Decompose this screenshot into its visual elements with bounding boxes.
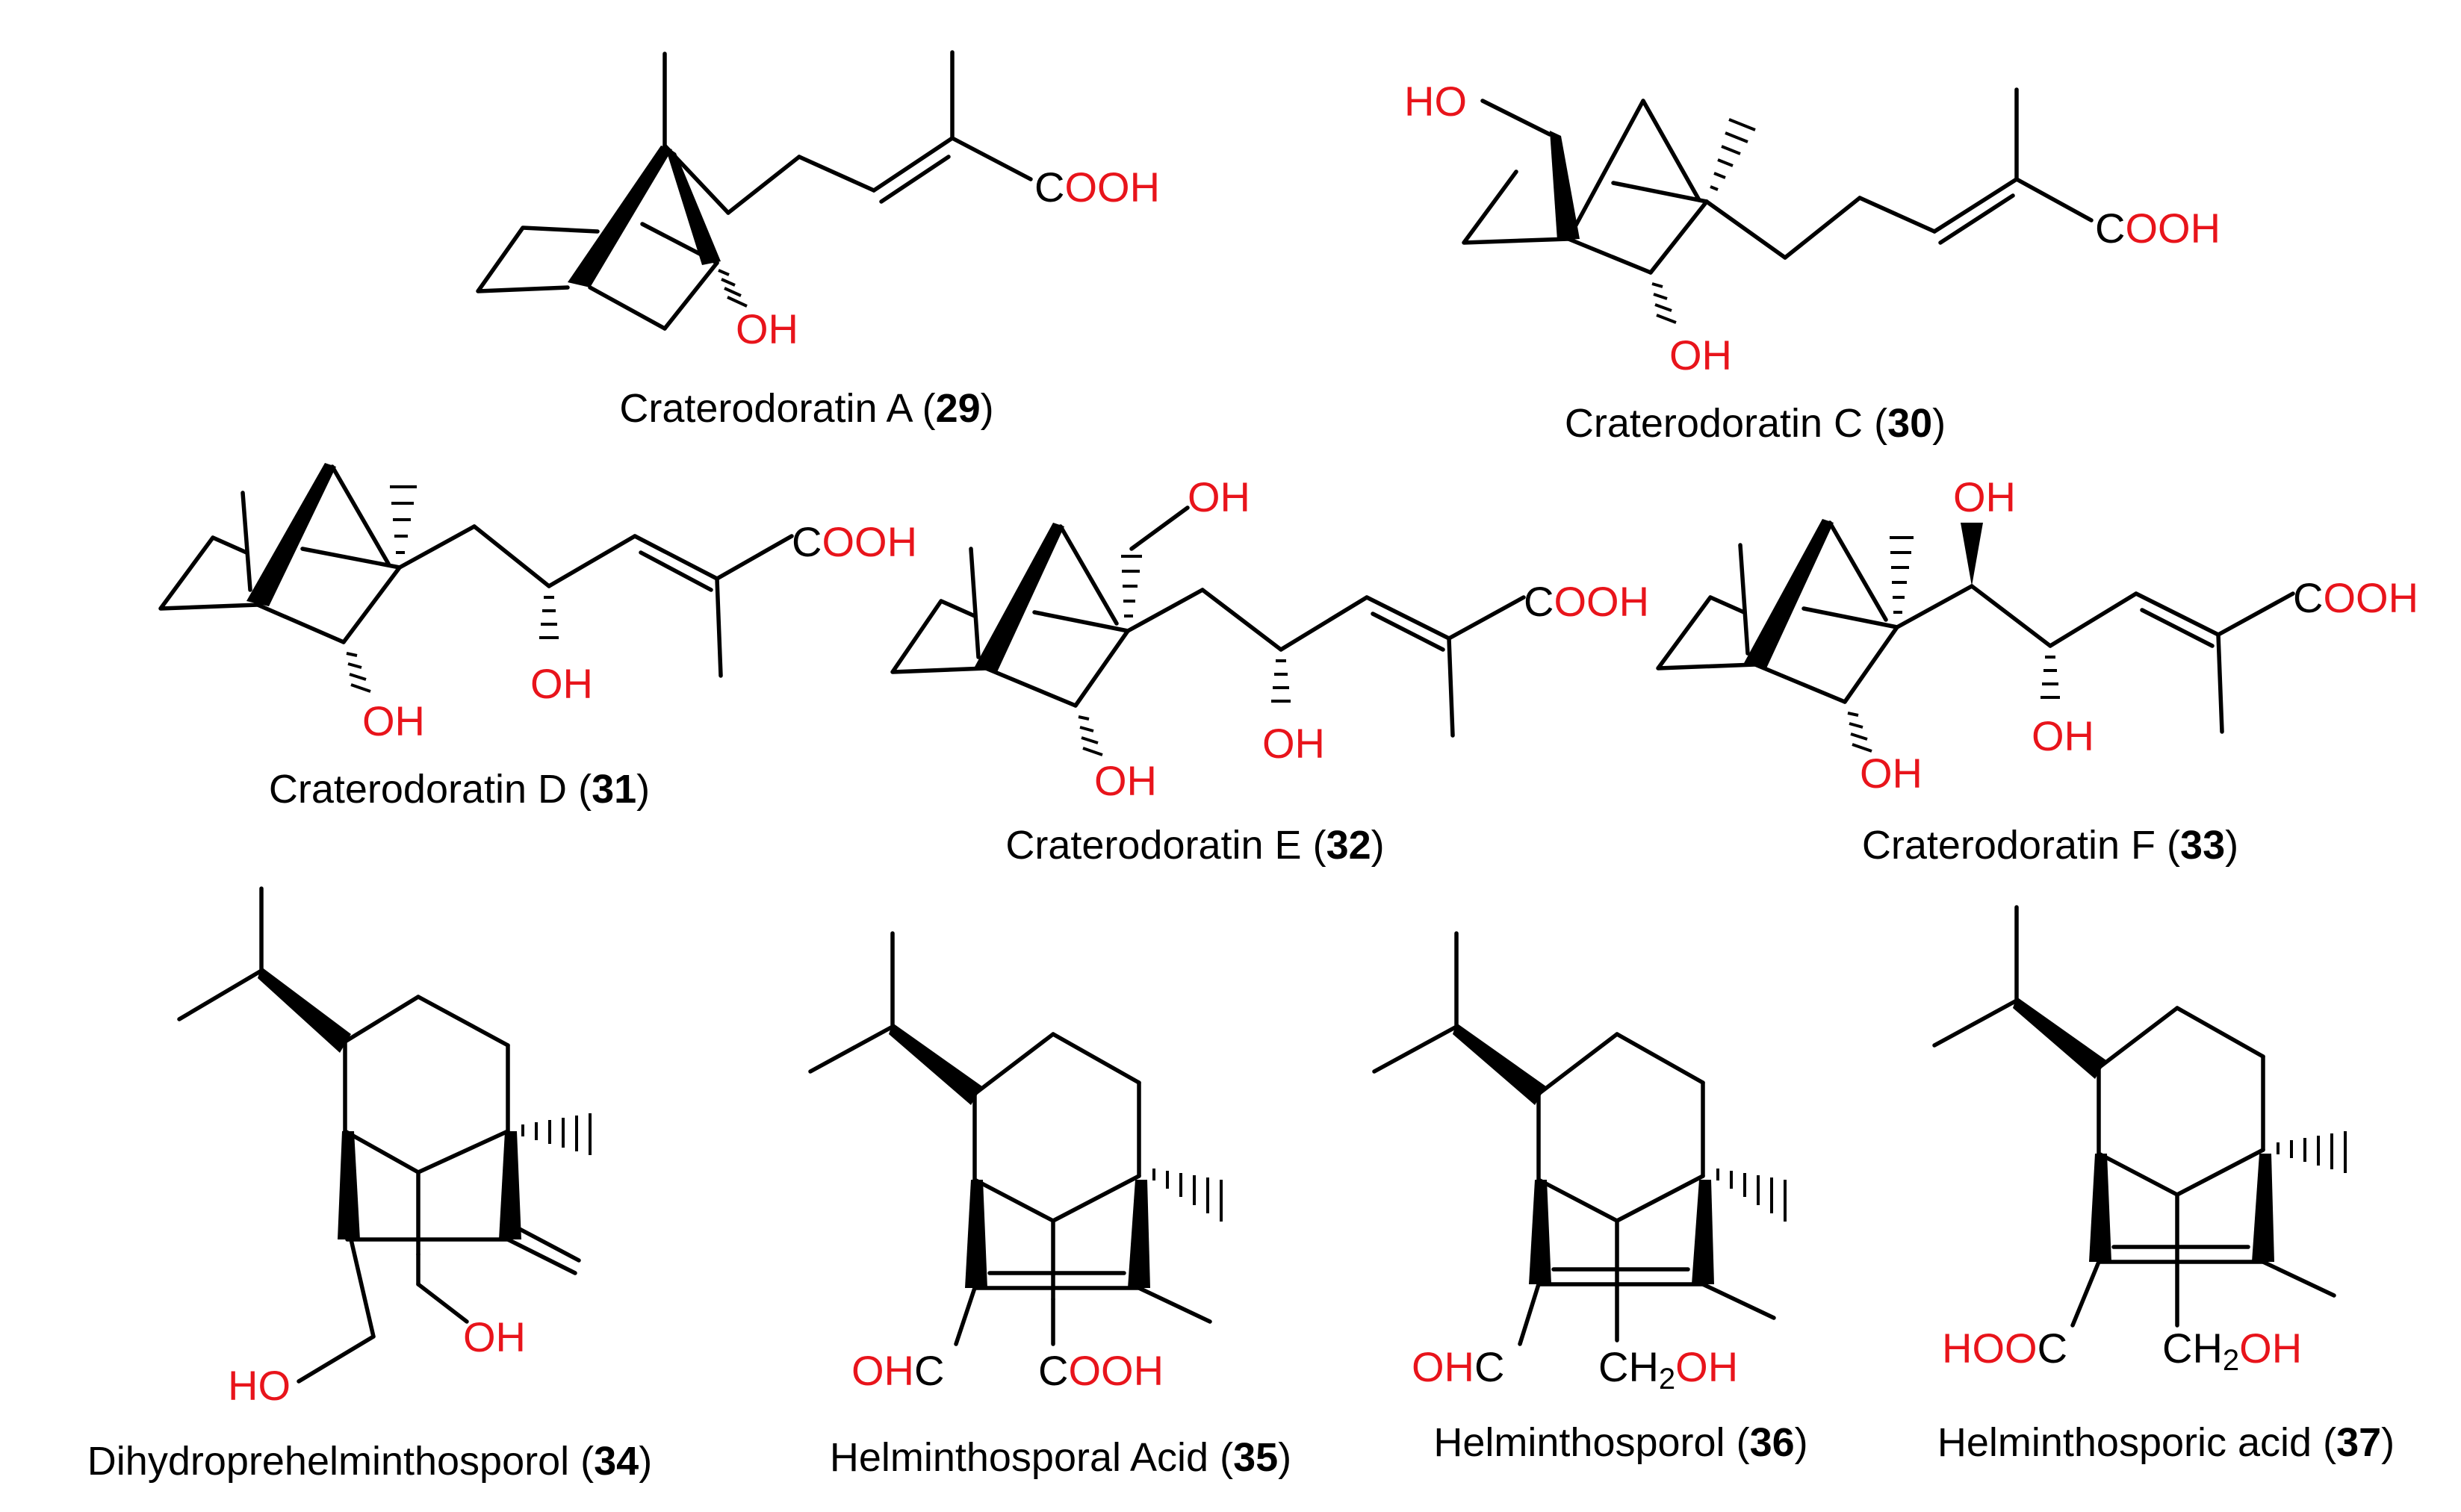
compound-33-cooh-label: COOH (2293, 574, 2418, 621)
compound-32-oh1-label: OH (1094, 757, 1157, 804)
compound-33-name: Craterodoratin F (1862, 823, 2156, 868)
compound-33: OH COOH OH OH Craterodoratin F (33) (1656, 473, 2418, 868)
compound-36-name: Helminthosporol (1433, 1420, 1725, 1465)
compound-31-name: Craterodoratin D (269, 767, 567, 812)
compound-32-caption: Craterodoratin E (32) (1005, 823, 1384, 868)
compound-29: COOH OH Craterodoratin A (29) (476, 50, 1160, 431)
compound-29-cooh-label: COOH (1034, 164, 1160, 211)
compound-33-oh1-label: OH (1860, 750, 1922, 797)
compound-30-number: 30 (1887, 401, 1932, 446)
compound-34-ho-label: HO (228, 1362, 291, 1409)
compound-37-name: Helminthosporic acid (1937, 1420, 2312, 1465)
compound-32-number: 32 (1326, 823, 1371, 868)
compound-34-caption: Dihydroprehelminthosporol (34) (87, 1439, 652, 1484)
compound-35-number: 35 (1233, 1435, 1278, 1480)
compound-35-caption: Helminthosporal Acid (35) (830, 1435, 1291, 1480)
compound-30-oh-label: OH (1669, 332, 1732, 379)
compound-35-ohc-label: OHC (851, 1347, 944, 1394)
compound-37-number: 37 (2336, 1420, 2381, 1465)
compound-31-structure (158, 463, 794, 693)
compound-33-caption: Craterodoratin F (33) (1862, 823, 2238, 868)
compound-32-cooh-label: COOH (1524, 578, 1649, 625)
compound-37-ch2oh-label: CH2OH (2162, 1325, 2302, 1377)
compound-34-number: 34 (594, 1439, 639, 1484)
compound-36: OHC CH2OH Helminthosporol (36) (1372, 931, 1808, 1465)
compound-29-name: Craterodoratin A (619, 386, 913, 431)
compound-31-caption: Craterodoratin D (31) (269, 767, 650, 812)
compound-32-structure (890, 505, 1526, 756)
compound-32-oh2-label: OH (1262, 720, 1325, 767)
compound-37: HOOC CH2OH Helminthosporic acid (37) (1932, 905, 2395, 1465)
compound-35-cooh-label: COOH (1038, 1347, 1164, 1394)
compound-37-caption: Helminthosporic acid (37) (1937, 1420, 2395, 1465)
compound-32-name: Craterodoratin E (1005, 823, 1301, 868)
compound-31-oh1-label: OH (362, 697, 425, 744)
compound-36-number: 36 (1750, 1420, 1795, 1465)
compound-35-structure (808, 931, 1223, 1346)
compound-35-name: Helminthosporal Acid (830, 1435, 1208, 1480)
compound-33-oh2-label: OH (2032, 712, 2094, 759)
compound-34-name: Dihydroprehelminthosporol (87, 1439, 569, 1484)
compound-31-cooh-label: COOH (792, 518, 917, 565)
compound-29-number: 29 (936, 386, 981, 431)
compound-32: OH COOH OH OH Craterodoratin E (32) (890, 473, 1649, 868)
compound-29-structure (476, 50, 1033, 331)
compound-30-structure (1462, 87, 2094, 324)
compound-37-structure (1932, 905, 2347, 1328)
compound-33-number: 33 (2180, 823, 2225, 868)
compound-30-name: Craterodoratin C (1565, 401, 1863, 446)
compound-36-ch2oh-label: CH2OH (1598, 1343, 1738, 1396)
compound-34-oh-label: OH (463, 1313, 526, 1360)
compound-37-hooc-label: HOOC (1942, 1325, 2067, 1372)
compound-32-oh-top-label: OH (1188, 473, 1250, 520)
compound-30: HO COOH OH Craterodoratin C (30) (1404, 78, 2221, 446)
compound-29-caption: Craterodoratin A (29) (619, 386, 993, 431)
compound-31-number: 31 (592, 767, 636, 812)
compound-31: COOH OH OH Craterodoratin D (31) (158, 463, 917, 812)
compound-35: OHC COOH Helminthosporal Acid (35) (808, 931, 1291, 1480)
compound-33-oh-top-label: OH (1953, 473, 2016, 520)
compound-36-structure (1372, 931, 1787, 1346)
compound-30-cooh-label: COOH (2095, 205, 2221, 252)
compound-30-ho-label: HO (1404, 78, 1467, 125)
compound-30-caption: Craterodoratin C (30) (1565, 401, 1946, 446)
compound-29-oh-label: OH (736, 305, 798, 352)
compound-36-ohc-label: OHC (1412, 1343, 1504, 1390)
compound-34-structure (177, 886, 592, 1384)
compound-36-caption: Helminthosporol (36) (1433, 1420, 1807, 1465)
compound-34: OH HO Dihydroprehelminthosporol (34) (87, 886, 652, 1484)
compound-31-oh2-label: OH (530, 660, 593, 707)
compound-33-structure (1656, 519, 2295, 753)
